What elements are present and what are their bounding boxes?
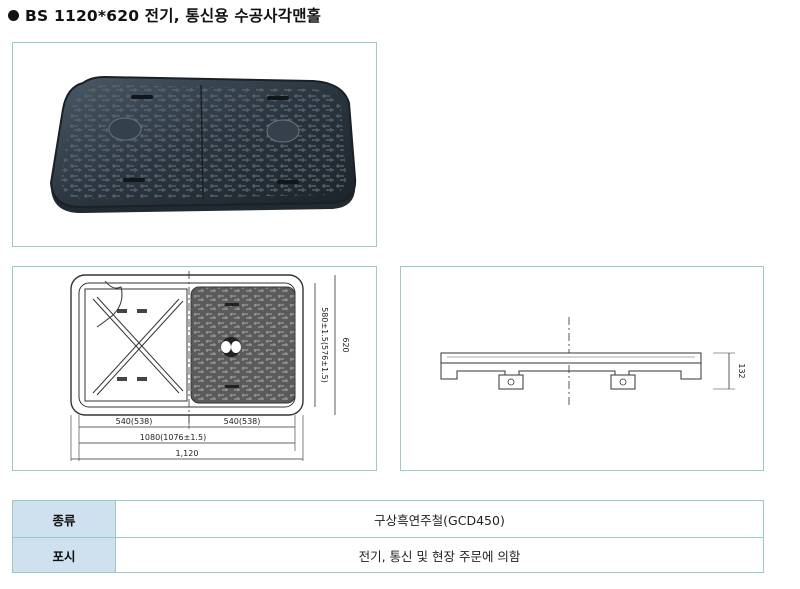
spec-value: 전기, 통신 및 현장 주문에 의함 (115, 537, 764, 573)
inner-length-label: 1080(1076±1.5) (140, 433, 206, 442)
table-row: 포시 전기, 통신 및 현장 주문에 의함 (12, 537, 764, 573)
section-drawing-panel: 132 (400, 266, 764, 471)
inner-height-label: 580±1.5(576±1.5) (320, 307, 329, 383)
product-photo-panel (12, 42, 377, 247)
depth-label: 132 (737, 363, 746, 378)
spec-label: 포시 (12, 537, 116, 573)
right-half-width-label: 540(538) (224, 417, 261, 426)
spec-label: 종류 (12, 500, 116, 538)
spec-value: 구상흑연주철(GCD450) (115, 500, 764, 538)
manhole-cover-photo (49, 75, 357, 214)
bullet-icon (8, 10, 19, 21)
spec-table: 종류 구상흑연주철(GCD450) 포시 전기, 통신 및 현장 주문에 의함 (12, 500, 764, 573)
outer-height-label: 620 (341, 337, 350, 352)
page-title-text: BS 1120*620 전기, 통신용 수공사각맨홀 (25, 7, 322, 25)
plan-drawing-panel: 580±1.5(576±1.5) 620 540(538) 540(538) 1… (12, 266, 377, 471)
page-title: BS 1120*620 전기, 통신용 수공사각맨홀 (8, 4, 321, 26)
outer-length-label: 1,120 (176, 449, 199, 458)
left-half-width-label: 540(538) (116, 417, 153, 426)
table-row: 종류 구상흑연주철(GCD450) (12, 500, 764, 538)
section-drawing: 132 (440, 317, 746, 407)
plan-drawing: 580±1.5(576±1.5) 620 540(538) 540(538) 1… (70, 271, 350, 461)
